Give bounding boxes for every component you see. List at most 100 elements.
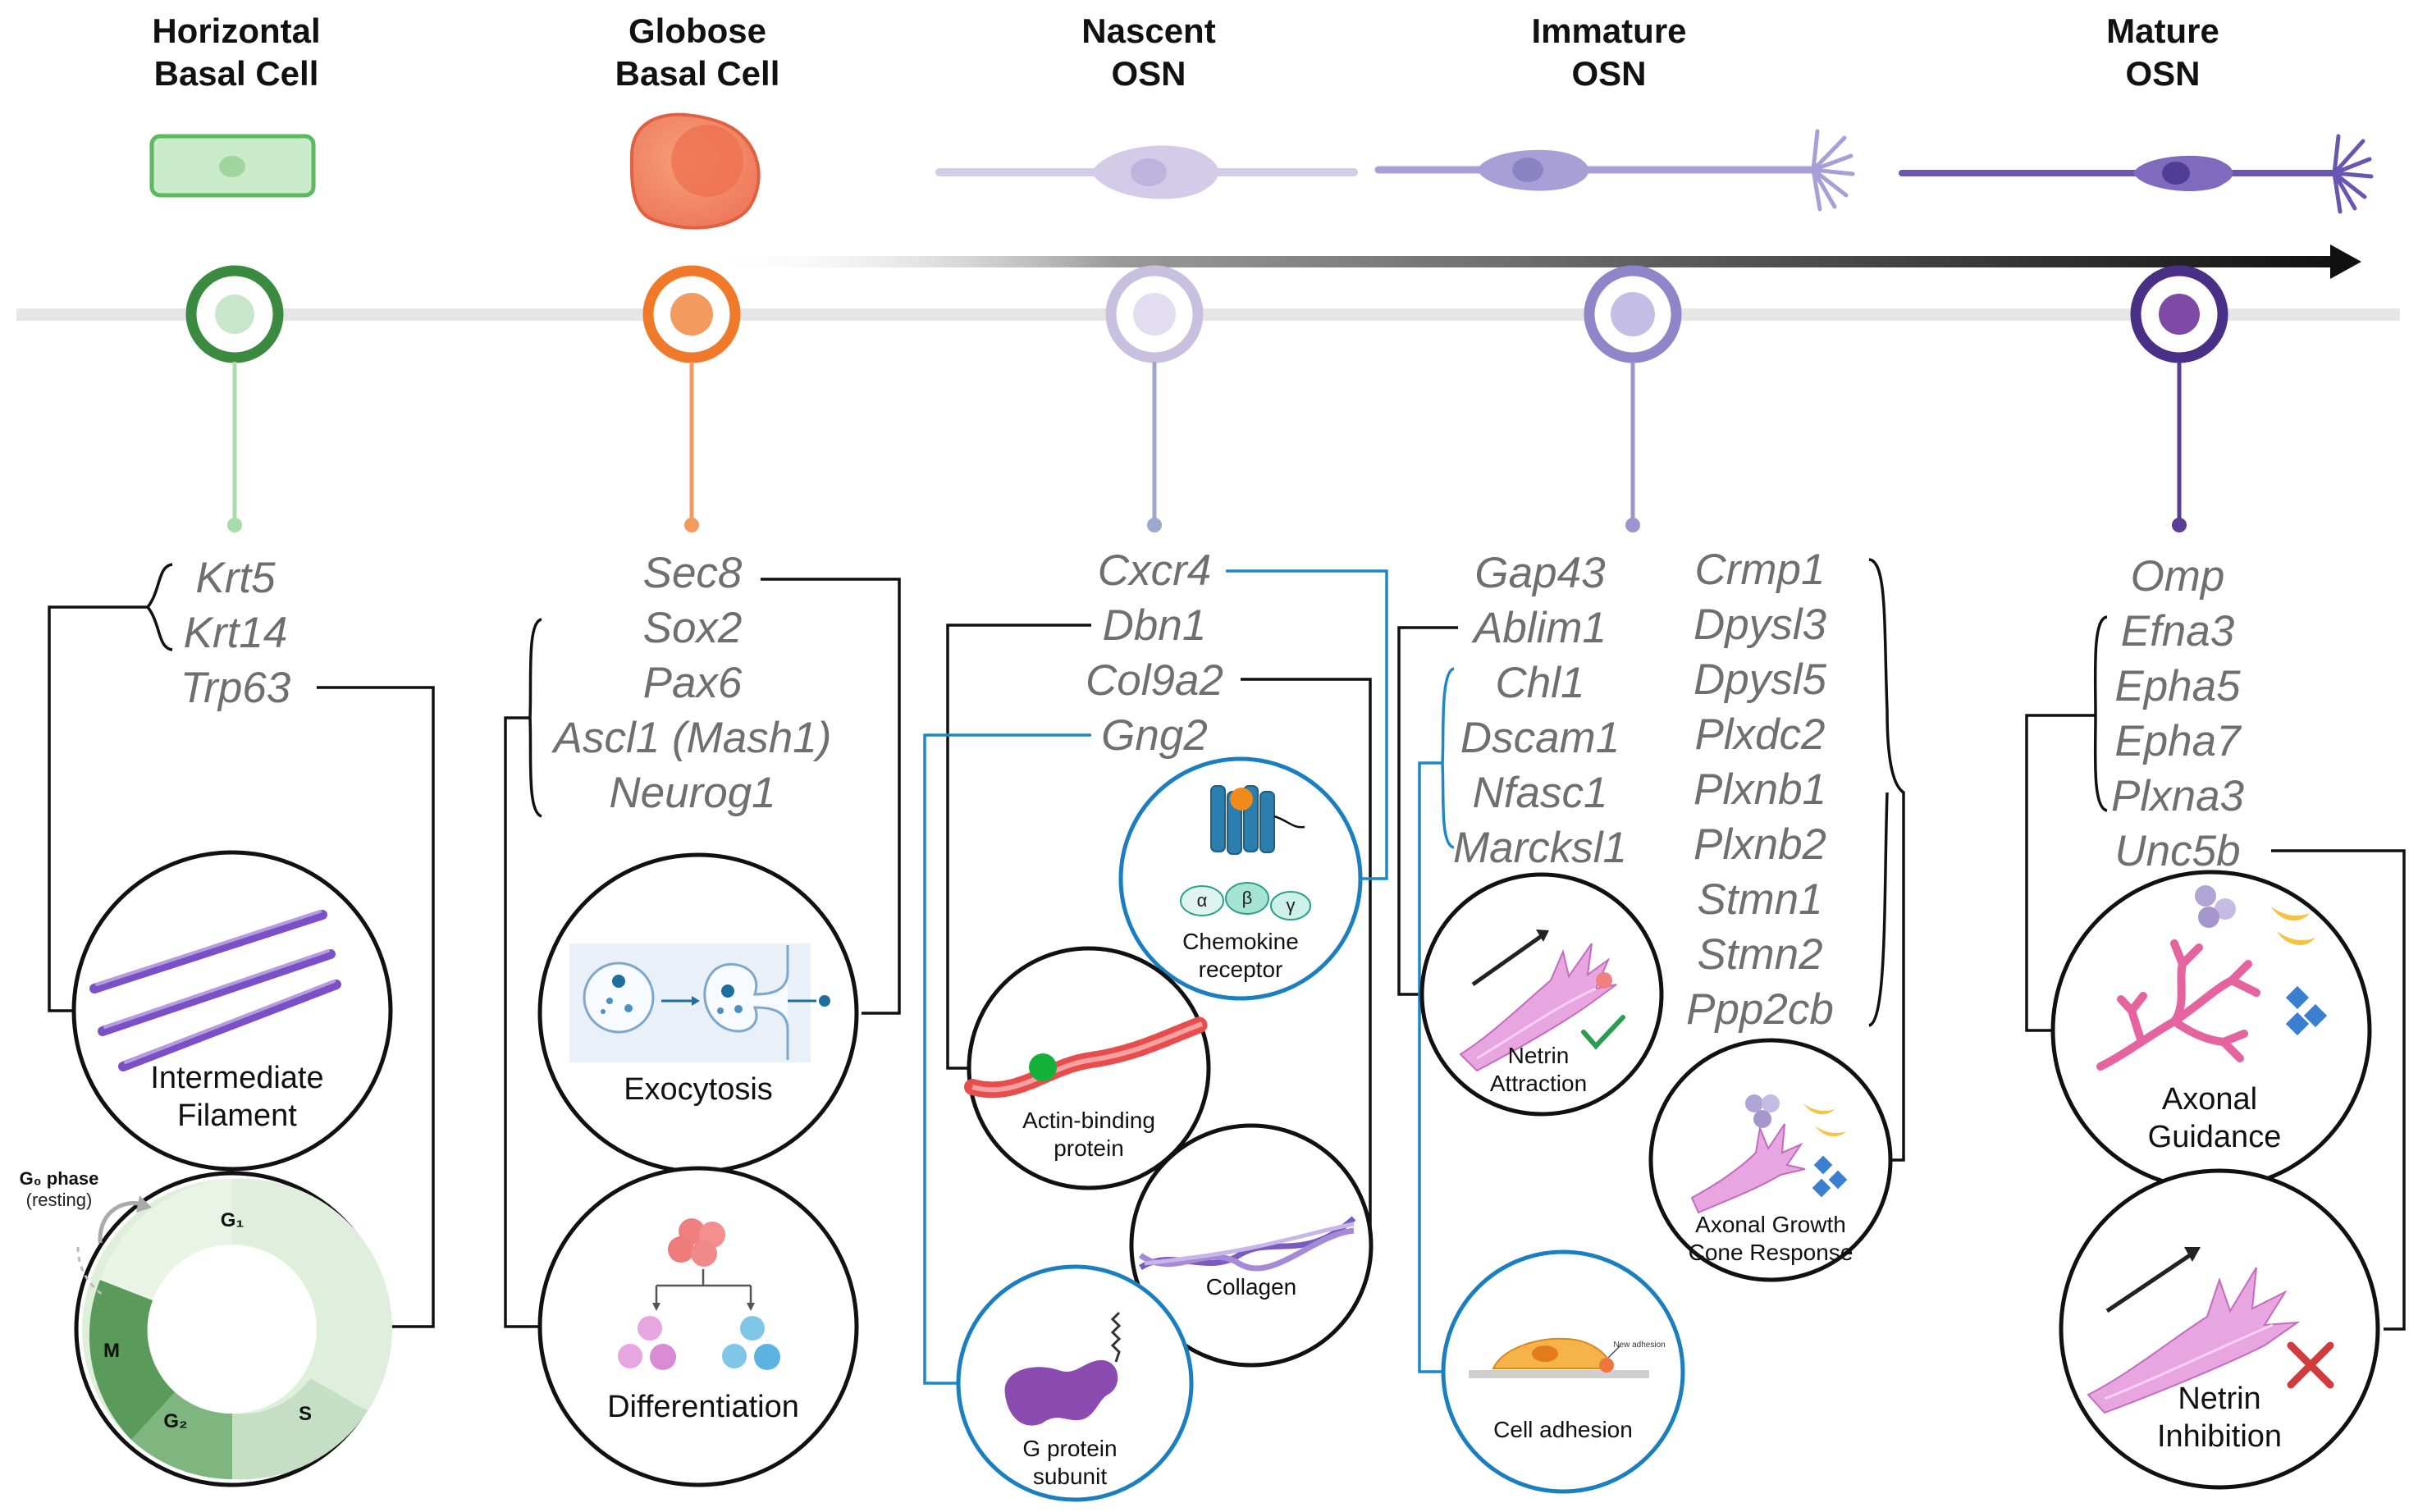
stage-title-nascent-line1: Nascent <box>1081 11 1215 50</box>
g-protein-panel: G protein subunit <box>956 1264 1194 1502</box>
intermediate-filament-label-line1: Intermediate <box>150 1061 323 1095</box>
gene-neurog1: Neurog1 <box>609 769 775 817</box>
gene-col9a2: Col9a2 <box>1086 656 1223 705</box>
axonal-guidance-label-line2: Guidance <box>2148 1120 2282 1154</box>
actin-binding-label-line2: protein <box>1054 1135 1124 1161</box>
netrin-attraction-panel: Netrin Attraction <box>1419 872 1664 1117</box>
gamma-subunit-label: γ <box>1287 895 1296 916</box>
stage-title-hbc-line1: Horizontal <box>152 11 320 50</box>
g1-label: G₁ <box>221 1209 245 1231</box>
netrin-inhibition-panel: Netrin Inhibition <box>2059 1168 2380 1490</box>
gene-epha5: Epha5 <box>2114 662 2241 710</box>
gene-krt5: Krt5 <box>195 554 276 602</box>
gene-pax6: Pax6 <box>643 659 743 707</box>
g2-segment <box>131 1392 232 1479</box>
axonal-guidance-panel: Axonal Guidance <box>2050 870 2372 1191</box>
genes-nascent: Cxcr4 Dbn1 Col9a2 Gng2 <box>1086 546 1223 760</box>
gene-cxcr4: Cxcr4 <box>1098 546 1211 595</box>
genes-horizontal: Krt5 Krt14 Trp63 <box>181 554 291 712</box>
gene-trp63: Trp63 <box>181 664 291 712</box>
connectors-blue <box>923 569 1455 1385</box>
gene-marcksl1: Marcksl1 <box>1453 824 1627 872</box>
timeline-node-gbc <box>642 265 741 532</box>
stage-title-gbc-line2: Basal Cell <box>615 54 780 93</box>
hbc-cell-icon <box>149 134 316 198</box>
intermediate-filament-label-line2: Filament <box>177 1099 297 1133</box>
g0-resting-label: (resting) <box>26 1190 93 1210</box>
stage-title-gbc-line1: Globose <box>628 11 766 50</box>
s-segment <box>232 1378 368 1480</box>
immature-osn-cell-icon <box>1374 129 1855 212</box>
netrin-attraction-label-line1: Netrin <box>1508 1043 1570 1068</box>
chemokine-receptor-label-line2: receptor <box>1199 957 1283 982</box>
gene-efna3: Efna3 <box>2121 607 2235 656</box>
cell-adhesion-panel: New adhesion Cell adhesion <box>1441 1249 1685 1494</box>
g2-label: G₂ <box>163 1410 187 1432</box>
gene-omp: Omp <box>2131 552 2225 601</box>
gene-sox2: Sox2 <box>643 604 743 652</box>
gene-plxna3: Plxna3 <box>2111 772 2245 820</box>
mature-osn-cell-icon <box>1899 134 2374 214</box>
gene-gng2: Gng2 <box>1101 711 1208 760</box>
timeline-node-nascent <box>1105 265 1204 532</box>
axonal-growth-cone-panel: Axonal Growth Cone Response <box>1648 1038 1893 1282</box>
gene-plxnb1: Plxnb1 <box>1694 765 1826 814</box>
stage-title-immature-line2: OSN <box>1571 54 1646 93</box>
g0-phase-label: G₀ phase <box>20 1168 99 1189</box>
axonal-growth-cone-label-line2: Cone Response <box>1689 1240 1853 1265</box>
stage-title-mature-line1: Mature <box>2106 11 2219 50</box>
beta-subunit-label: β <box>1242 888 1253 908</box>
gene-epha7: Epha7 <box>2114 717 2242 765</box>
netrin-attraction-label-line2: Attraction <box>1490 1071 1587 1096</box>
gene-nfasc1: Nfasc1 <box>1473 769 1608 817</box>
differentiation-label: Differentiation <box>607 1390 799 1424</box>
stage-title-nascent-line2: OSN <box>1111 54 1186 93</box>
actin-binding-panel: Actin-binding protein <box>964 946 1211 1190</box>
gene-ablim1: Ablim1 <box>1471 604 1607 652</box>
genes-globose: Sec8 Sox2 Pax6 Ascl1 (Mash1) Neurog1 <box>551 549 832 817</box>
gene-stmn2: Stmn2 <box>1697 930 1822 979</box>
genes-immature-left: Gap43 Ablim1 Chl1 Dscam1 Nfasc1 Marcksl1 <box>1453 549 1627 872</box>
exocytosis-panel: Exocytosis <box>537 852 859 1174</box>
alpha-subunit-label: α <box>1197 890 1208 911</box>
netrin-inhibition-label-line1: Netrin <box>2178 1382 2260 1416</box>
s-label: S <box>299 1403 312 1425</box>
chemokine-receptor-panel: α β γ Chemokine receptor <box>1118 756 1363 1001</box>
genes-immature-right: Crmp1 Dpysl3 Dpysl5 Plxdc2 Plxnb1 Plxnb2… <box>1686 546 1834 1034</box>
exocytosis-label: Exocytosis <box>624 1072 773 1107</box>
gene-unc5b: Unc5b <box>2114 827 2240 875</box>
differentiation-panel: Differentiation <box>537 1166 859 1487</box>
chemokine-receptor-label-line1: Chemokine <box>1182 929 1299 954</box>
gene-plxdc2: Plxdc2 <box>1694 710 1825 759</box>
connectors-black <box>48 558 2406 1331</box>
timeline <box>16 244 2400 321</box>
stage-title-hbc-line2: Basal Cell <box>154 54 319 93</box>
new-adhesion-label: New adhesion <box>1613 1341 1665 1350</box>
gene-krt14: Krt14 <box>184 609 288 657</box>
gene-sec8: Sec8 <box>643 549 743 597</box>
g1-segment <box>232 1178 392 1411</box>
stage-headers: Horizontal Basal Cell Globose Basal Cell… <box>152 11 2219 93</box>
gene-stmn1: Stmn1 <box>1697 875 1822 924</box>
g-protein-label-line2: subunit <box>1033 1464 1108 1489</box>
gene-chl1: Chl1 <box>1495 659 1584 707</box>
gene-crmp1: Crmp1 <box>1694 546 1825 594</box>
axonal-growth-cone-label-line1: Axonal Growth <box>1695 1212 1846 1237</box>
gene-plxnb2: Plxnb2 <box>1694 820 1826 869</box>
actin-binding-label-line1: Actin-binding <box>1022 1108 1155 1133</box>
collagen-panel: Collagen <box>1129 1123 1374 1368</box>
stage-title-immature-line1: Immature <box>1531 11 1686 50</box>
intermediate-filament-panel: Intermediate Filament <box>71 850 393 1172</box>
genes-mature: Omp Efna3 Epha5 Epha7 Plxna3 Unc5b <box>2111 552 2245 875</box>
axonal-guidance-label-line1: Axonal <box>2162 1082 2257 1117</box>
gene-dbn1: Dbn1 <box>1103 601 1207 650</box>
timeline-node-mature <box>2130 265 2228 532</box>
gene-ppp2cb: Ppp2cb <box>1686 985 1834 1034</box>
timeline-node-hbc <box>185 265 284 532</box>
gene-ascl1: Ascl1 (Mash1) <box>551 714 832 762</box>
collagen-label: Collagen <box>1206 1274 1297 1300</box>
gbc-cell-icon <box>629 112 761 230</box>
nascent-osn-cell-icon <box>935 145 1358 199</box>
timeline-node-immature <box>1584 265 1682 532</box>
